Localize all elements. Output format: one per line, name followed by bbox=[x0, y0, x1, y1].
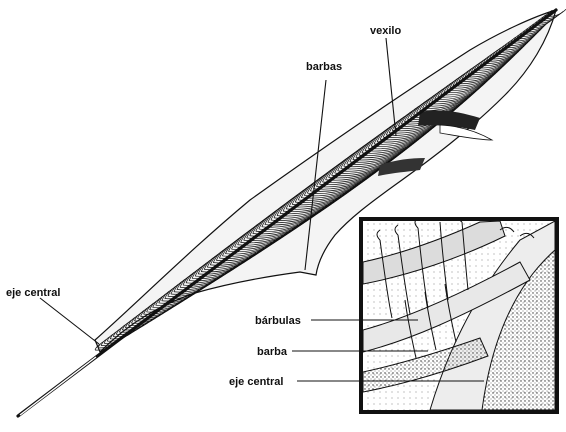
label-eje-central-inset: eje central bbox=[229, 376, 283, 388]
magnified-inset bbox=[361, 214, 557, 412]
label-barbas: barbas bbox=[306, 61, 342, 73]
feather-shaft-highlight bbox=[20, 357, 96, 415]
label-eje-central-main: eje central bbox=[6, 287, 60, 299]
label-vexilo: vexilo bbox=[370, 25, 401, 37]
leader-eje-central-main bbox=[40, 298, 99, 344]
label-barba: barba bbox=[257, 346, 288, 358]
label-barbulas: bárbulas bbox=[255, 315, 301, 327]
